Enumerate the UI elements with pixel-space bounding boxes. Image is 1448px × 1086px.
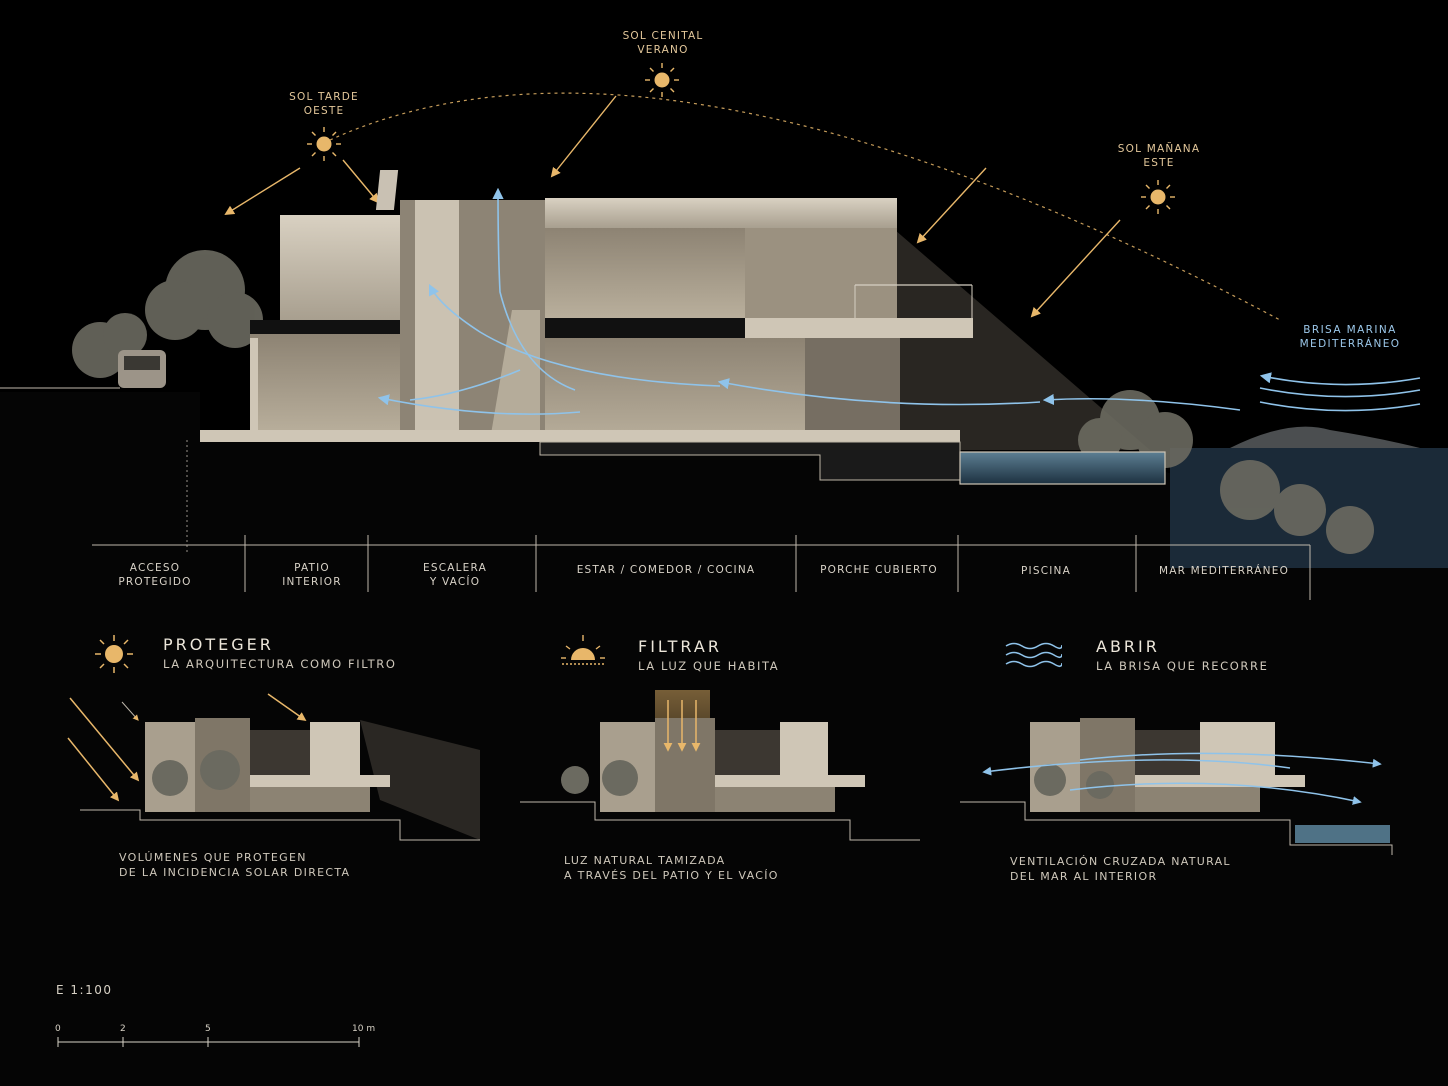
panel-title-filtrar: FILTRAR <box>638 637 722 656</box>
zone-porche: PORCHE CUBIERTO <box>820 564 938 576</box>
panel-subtitle-proteger: LA ARQUITECTURA COMO FILTRO <box>163 657 397 671</box>
scale-tick-0: 0 <box>55 1024 61 1034</box>
sun-icon <box>307 127 341 161</box>
scale-bar <box>57 1037 360 1047</box>
scale-tick-2: 2 <box>120 1024 126 1034</box>
sunset-icon <box>561 635 605 665</box>
panel-title-abrir: ABRIR <box>1096 637 1160 656</box>
abrir-diagram <box>960 718 1393 855</box>
scale-title: E 1:100 <box>56 983 113 997</box>
zone-piscina: PISCINA <box>1021 565 1071 577</box>
panel-subtitle-abrir: LA BRISA QUE RECORRE <box>1096 659 1269 673</box>
wave-icon <box>1005 642 1062 668</box>
scale-tick-5: 5 <box>205 1024 211 1034</box>
sun-icon <box>95 635 133 673</box>
panel-title-proteger: PROTEGER <box>163 635 274 654</box>
panel-subtitle-filtrar: LA LUZ QUE HABITA <box>638 659 780 673</box>
sun-icon <box>645 63 679 97</box>
proteger-diagram <box>67 693 480 841</box>
zone-estar: ESTAR / COMEDOR / COCINA <box>576 564 756 576</box>
zone-mar: MAR MEDITERRÁNEO <box>1158 565 1290 577</box>
scale-tick-10: 10 m <box>352 1024 376 1034</box>
sun-icon <box>1141 180 1175 214</box>
filtrar-diagram <box>520 690 920 841</box>
